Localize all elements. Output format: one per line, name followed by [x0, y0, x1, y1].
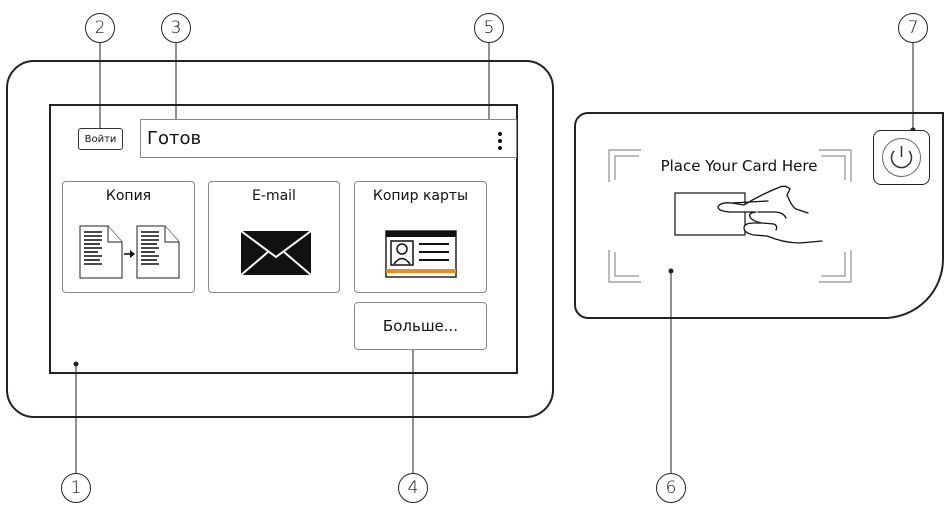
id-card-icon: [385, 230, 457, 282]
login-button-label: Войти: [84, 133, 117, 145]
leader-dot-1: [73, 361, 79, 367]
vertical-ellipsis-icon[interactable]: [498, 131, 502, 151]
callout-5: 5: [474, 13, 504, 43]
control-panel-body: [6, 60, 554, 418]
copy-document-icon: [78, 218, 181, 284]
callout-7: 7: [898, 13, 928, 43]
id-card-copy-tile[interactable]: Копир карты: [354, 181, 487, 293]
card-reader-panel: [574, 112, 944, 319]
power-icon: [881, 137, 922, 182]
callout-4: 4: [398, 473, 428, 503]
id-card-copy-tile-label: Копир карты: [372, 188, 469, 204]
hand-card-icon: [672, 183, 827, 252]
copy-tile-label: Копия: [105, 188, 152, 204]
power-button[interactable]: [873, 130, 930, 185]
envelope-icon: [240, 230, 312, 280]
copy-tile[interactable]: Копия: [62, 181, 195, 293]
callout-2: 2: [85, 13, 115, 43]
card-reader-corner-marks: [608, 149, 852, 283]
login-button[interactable]: Войти: [78, 128, 123, 150]
more-button[interactable]: Больше...: [354, 302, 487, 350]
status-bar: Готов: [140, 119, 517, 158]
callout-3: 3: [161, 13, 191, 43]
leader-dot-6: [668, 268, 674, 274]
card-reader-label: Place Your Card Here: [660, 157, 818, 175]
more-button-label: Больше...: [382, 317, 459, 335]
email-tile-label: E-mail: [252, 188, 296, 204]
status-text: Готов: [147, 128, 202, 149]
callout-6: 6: [656, 473, 686, 503]
email-tile[interactable]: E-mail: [208, 181, 340, 293]
touch-screen: [49, 104, 518, 374]
callout-1: 1: [61, 473, 91, 503]
